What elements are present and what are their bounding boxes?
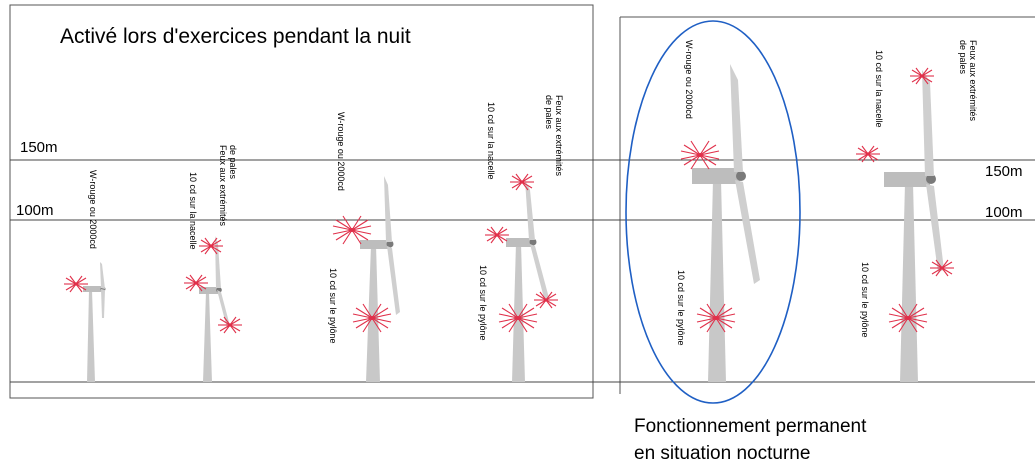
label-150m: 150m (20, 139, 58, 156)
turbine-5: W-rouge ou 2000cd 10 cd sur le pylône (676, 40, 760, 382)
label-150m-right: 150m (985, 163, 1023, 180)
t2-tip-note-line2: de pales (228, 145, 238, 180)
t4-tower-note: 10 cd sur le pylône (478, 265, 488, 341)
t5-vertical-note: W-rouge ou 2000cd (684, 40, 694, 119)
t2-nacelle-note: 10 cd sur la nacelle (188, 172, 198, 250)
t3-vertical-note: W-rouge ou 2000cd (336, 112, 346, 191)
t1-vertical-note: W-rouge ou 2000cd (88, 170, 98, 249)
caption-line-1: Fonctionnement permanent (634, 416, 867, 437)
t6-nacelle-note: 10 cd sur la nacelle (874, 50, 884, 128)
t6-tip-note-line2: de pales (958, 40, 968, 75)
t3-tower-note: 10 cd sur le pylône (328, 268, 338, 344)
turbine-3: W-rouge ou 2000cd 10 cd sur le pylône (328, 112, 400, 382)
t6-tower-note: 10 cd sur le pylône (860, 262, 870, 338)
caption-line-2: en situation nocturne (634, 443, 810, 464)
left-panel-frame (9, 4, 594, 399)
turbine-1: W-rouge ou 2000cd (63, 170, 106, 382)
t4-tip-note-line2: de pales (544, 95, 554, 130)
turbine-4: Feux aux extrémités de pales 10 cd sur l… (478, 95, 564, 382)
left-panel-title: Activé lors d'exercices pendant la nuit (60, 25, 411, 48)
label-100m-right: 100m (985, 204, 1023, 221)
label-100m: 100m (16, 202, 54, 219)
t4-nacelle-note: 10 cd sur la nacelle (486, 102, 496, 180)
t4-tip-note-line1: Feux aux extrémités (554, 95, 564, 177)
turbine-2: Feux aux extrémités de pales 10 cd sur l… (183, 145, 243, 382)
turbine-6: Feux aux extrémités de pales 10 cd sur l… (855, 40, 978, 382)
t6-tip-note-line1: Feux aux extrémités (968, 40, 978, 122)
t5-tower-note: 10 cd sur le pylône (676, 270, 686, 346)
highlight-ellipse (625, 20, 801, 404)
t2-tip-note-line1: Feux aux extrémités (218, 145, 228, 227)
